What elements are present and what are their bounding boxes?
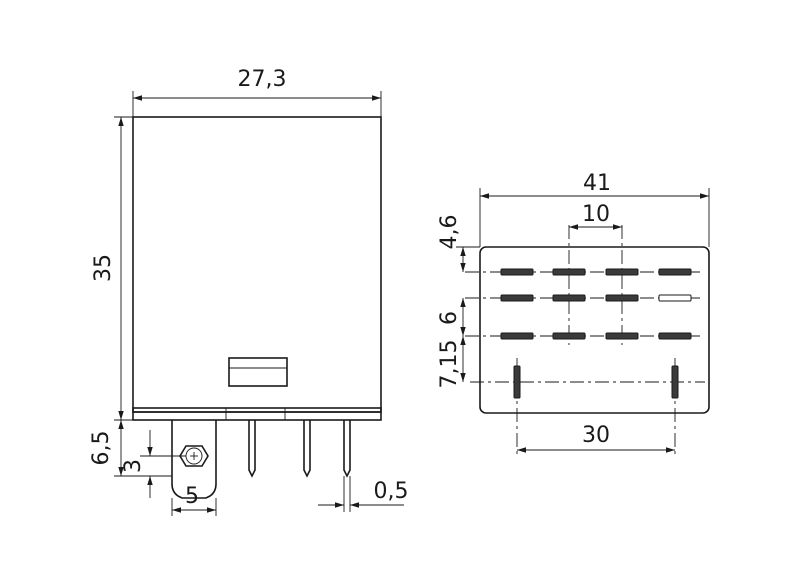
mounting-tab (171, 420, 217, 499)
dim-tab-width: 5 (185, 484, 199, 509)
dim-height-side: 35 (91, 254, 116, 282)
relay-base-plate (132, 407, 382, 421)
dim-width-bottom: 41 (583, 171, 611, 196)
dim-coil-spacing: 30 (582, 423, 610, 448)
contact-pads (500, 268, 692, 340)
dim-hole-offset: 3 (121, 459, 146, 473)
test-button-window (228, 357, 288, 387)
dim-width-side: 27,3 (238, 67, 287, 92)
side-pins (248, 420, 351, 478)
dim-coil-row-offset: 7,15 (437, 340, 462, 389)
dim-pin-length: 6,5 (89, 431, 114, 466)
dim-row-offset-top: 4,6 (437, 215, 462, 250)
dim-pin-thickness: 0,5 (374, 479, 409, 504)
coil-pins (513, 365, 679, 399)
relay-body-bottom (479, 246, 710, 414)
bottom-view: 41 10 4,6 6 7,15 30 (437, 171, 710, 455)
dim-row-pitch: 6 (437, 311, 462, 325)
side-view: 27,3 35 6,5 3 5 0,5 (89, 67, 409, 516)
dim-pin-pitch-x: 10 (582, 202, 610, 227)
